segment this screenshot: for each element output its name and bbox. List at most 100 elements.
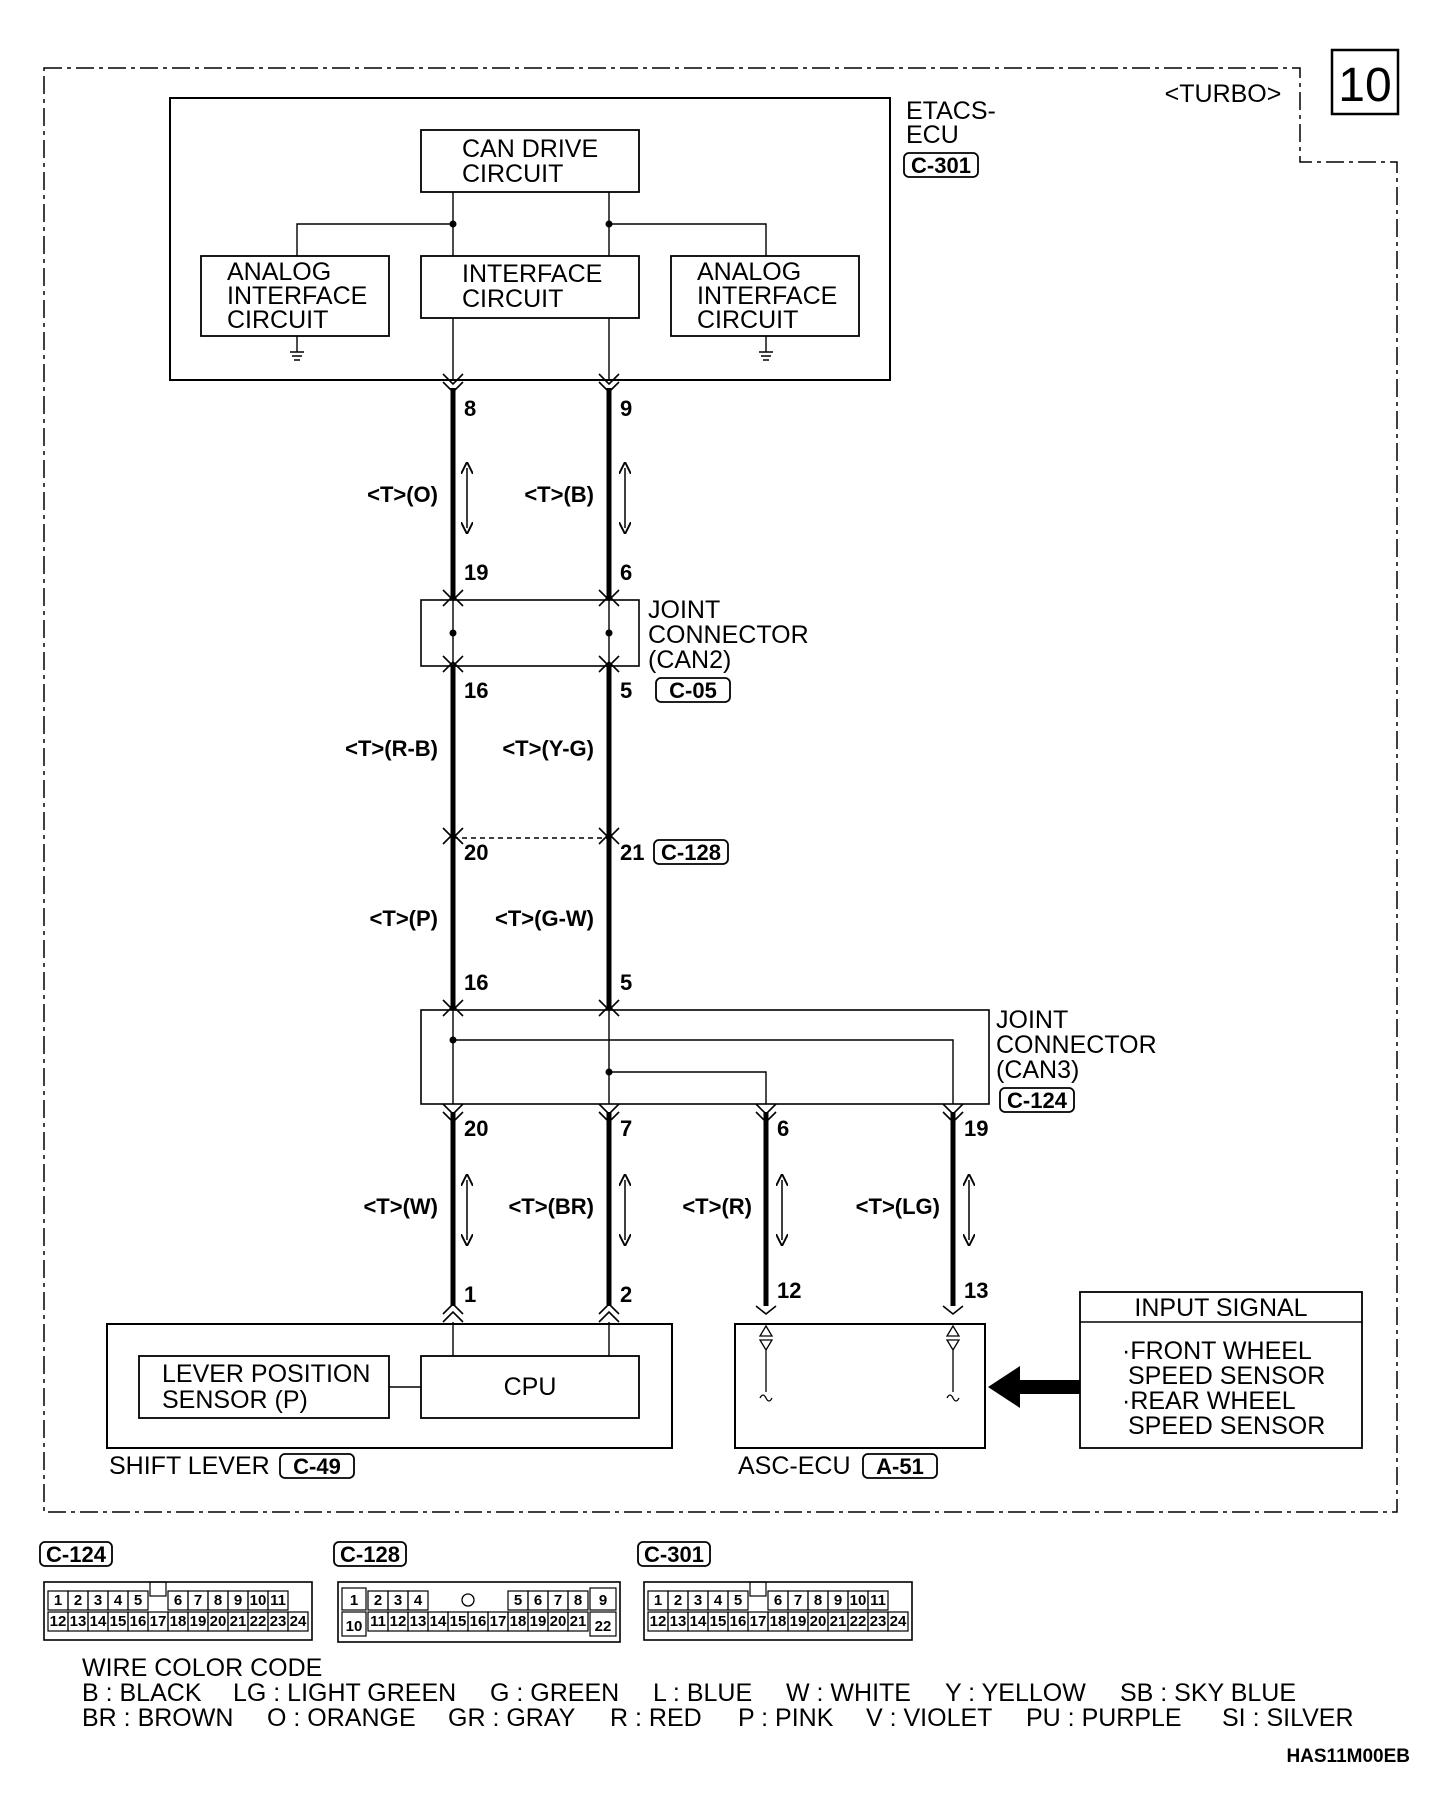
c301-pin-label: 13: [670, 1613, 687, 1630]
can-drive-circuit: [420, 129, 640, 193]
analog-left-text-1: ANALOG: [227, 258, 331, 286]
pin-can2-out-left: 16: [464, 678, 488, 703]
can2-label-1: JOINT: [648, 596, 720, 624]
wire-color-legend: WIRE COLOR CODE B : BLACK LG : LIGHT GRE…: [82, 1654, 1354, 1732]
etacs-name: ETACS-: [906, 97, 996, 125]
c128-pin-label: 18: [510, 1613, 527, 1630]
c301-pin-label: 22: [850, 1613, 867, 1630]
c124-face-name: C-124: [46, 1542, 107, 1567]
c124-pin-label: 20: [210, 1613, 227, 1630]
can3-label-2: CONNECTOR: [996, 1031, 1157, 1059]
legend-row2-6: V : VIOLET: [866, 1704, 992, 1732]
c128-pin-label: 15: [450, 1613, 467, 1630]
pin-etacs-left: 8: [464, 396, 476, 421]
c128-cell: [589, 1611, 617, 1637]
pin-asc-2: 13: [964, 1278, 988, 1303]
legend-row2-2: O : ORANGE: [267, 1704, 416, 1732]
c128-pin-label: 22: [595, 1618, 612, 1635]
c128-cell: [341, 1611, 367, 1637]
c128-face-name: C-128: [340, 1542, 400, 1567]
c301-pin-label: 4: [714, 1592, 723, 1609]
c301-pin-label: 7: [794, 1592, 802, 1609]
c128-cell: [567, 1590, 589, 1611]
c128-pin-label: 11: [370, 1613, 386, 1630]
can2-connector-box: [655, 677, 731, 703]
c301-pin-label: 5: [734, 1592, 742, 1609]
c128-pin-label: 19: [530, 1613, 547, 1630]
wire-color-seg1-left: <T>(O): [367, 482, 438, 507]
can-drive-text-2: CIRCUIT: [462, 160, 563, 188]
shift-lever: LEVER POSITION SENSOR (P) CPU SHIFT LEVE…: [106, 1322, 673, 1480]
legend-row2-4: R : RED: [610, 1704, 702, 1732]
c124-pin-label: 4: [114, 1592, 123, 1609]
wire-color-seg4-3: <T>(R): [682, 1194, 752, 1219]
interface-text-2: CIRCUIT: [462, 285, 563, 313]
legend-row1-3: G : GREEN: [490, 1679, 619, 1707]
input-signal-line-1: ·FRONT WHEEL: [1122, 1337, 1312, 1365]
shift-lever-connector: C-49: [293, 1454, 341, 1479]
c124-pin-label: 23: [270, 1613, 287, 1630]
can3-label-3: (CAN3): [996, 1056, 1079, 1084]
c124-pin-label: 15: [110, 1613, 127, 1630]
asc-ecu-label: ASC-ECU: [738, 1452, 851, 1480]
c124-cell: [287, 1611, 309, 1632]
legend-row2-3: GR : GRAY: [448, 1704, 576, 1732]
asc-ecu: ASC-ECU A-51: [734, 1323, 986, 1480]
wire-color-seg2-left: <T>(R-B): [345, 736, 438, 761]
c124-pin-label: 7: [194, 1592, 202, 1609]
pin-shift-2: 2: [620, 1282, 632, 1307]
wire-color-seg4-1: <T>(W): [363, 1194, 438, 1219]
can2-label-3: (CAN2): [648, 646, 731, 674]
legend-row1-4: L : BLUE: [653, 1679, 752, 1707]
c124-pin-label: 17: [150, 1613, 167, 1630]
c128-pin-label: 17: [490, 1613, 507, 1630]
pin-can3-in-right: 5: [620, 970, 632, 995]
c301-face-name: C-301: [644, 1542, 704, 1567]
c124-pin-label: 24: [290, 1613, 307, 1630]
c124-pin-label: 5: [134, 1592, 142, 1609]
legend-row1-1: B : BLACK: [82, 1679, 202, 1707]
c301-pin-label: 6: [774, 1592, 782, 1609]
c128-pin-label: 20: [550, 1613, 567, 1630]
c301-pin-label: 21: [830, 1613, 847, 1630]
c128-connector: C-128: [661, 840, 721, 865]
analog-right-text-1: ANALOG: [697, 258, 801, 286]
c128-pin-label: 12: [390, 1613, 407, 1630]
c128-cell: [407, 1590, 429, 1611]
c124-pin-label: 13: [70, 1613, 87, 1630]
input-signal-title: INPUT SIGNAL: [1134, 1294, 1307, 1322]
c124-pin-label: 22: [250, 1613, 267, 1630]
analog-interface-right: [670, 255, 860, 337]
c301-pin-label: 1: [654, 1592, 662, 1609]
interface-text-1: INTERFACE: [462, 260, 602, 288]
c301-pin-label: 11: [870, 1592, 886, 1609]
c124-pin-label: 10: [250, 1592, 267, 1609]
asc-ecu-connector: A-51: [876, 1454, 924, 1479]
c124-pin-label: 6: [174, 1592, 182, 1609]
document-code: HAS11M00EB: [1286, 1746, 1410, 1767]
input-signal-line-3: ·REAR WHEEL: [1122, 1387, 1296, 1415]
c128-pin-label: 2: [374, 1592, 382, 1609]
pin-can2-in-left: 19: [464, 560, 488, 585]
c128-pin-label: 1: [350, 1592, 358, 1609]
c128-pin-label: 16: [470, 1613, 487, 1630]
input-arrow-icon: [988, 1366, 1080, 1408]
can-drive-text-1: CAN DRIVE: [462, 135, 598, 163]
legend-row2-1: BR : BROWN: [82, 1704, 233, 1732]
input-signal: INPUT SIGNAL ·FRONT WHEEL SPEED SENSOR ·…: [988, 1291, 1363, 1449]
c301-pin-label: 3: [694, 1592, 702, 1609]
input-signal-line-2: SPEED SENSOR: [1128, 1362, 1325, 1390]
c301-pin-label: 18: [770, 1613, 787, 1630]
c301-pin-label: 16: [730, 1613, 747, 1630]
wire-color-seg2-right: <T>(Y-G): [502, 736, 594, 761]
c124-pin-label: 9: [234, 1592, 242, 1609]
pin-c128-left: 20: [464, 840, 488, 865]
c124-pin-label: 12: [50, 1613, 67, 1630]
legend-row2-7: PU : PURPLE: [1026, 1704, 1182, 1732]
c301-pin-label: 14: [690, 1613, 707, 1630]
c128-pin-label: 7: [554, 1592, 562, 1609]
c301-pin-label: 15: [710, 1613, 727, 1630]
etacs-name-2: ECU: [906, 121, 959, 149]
